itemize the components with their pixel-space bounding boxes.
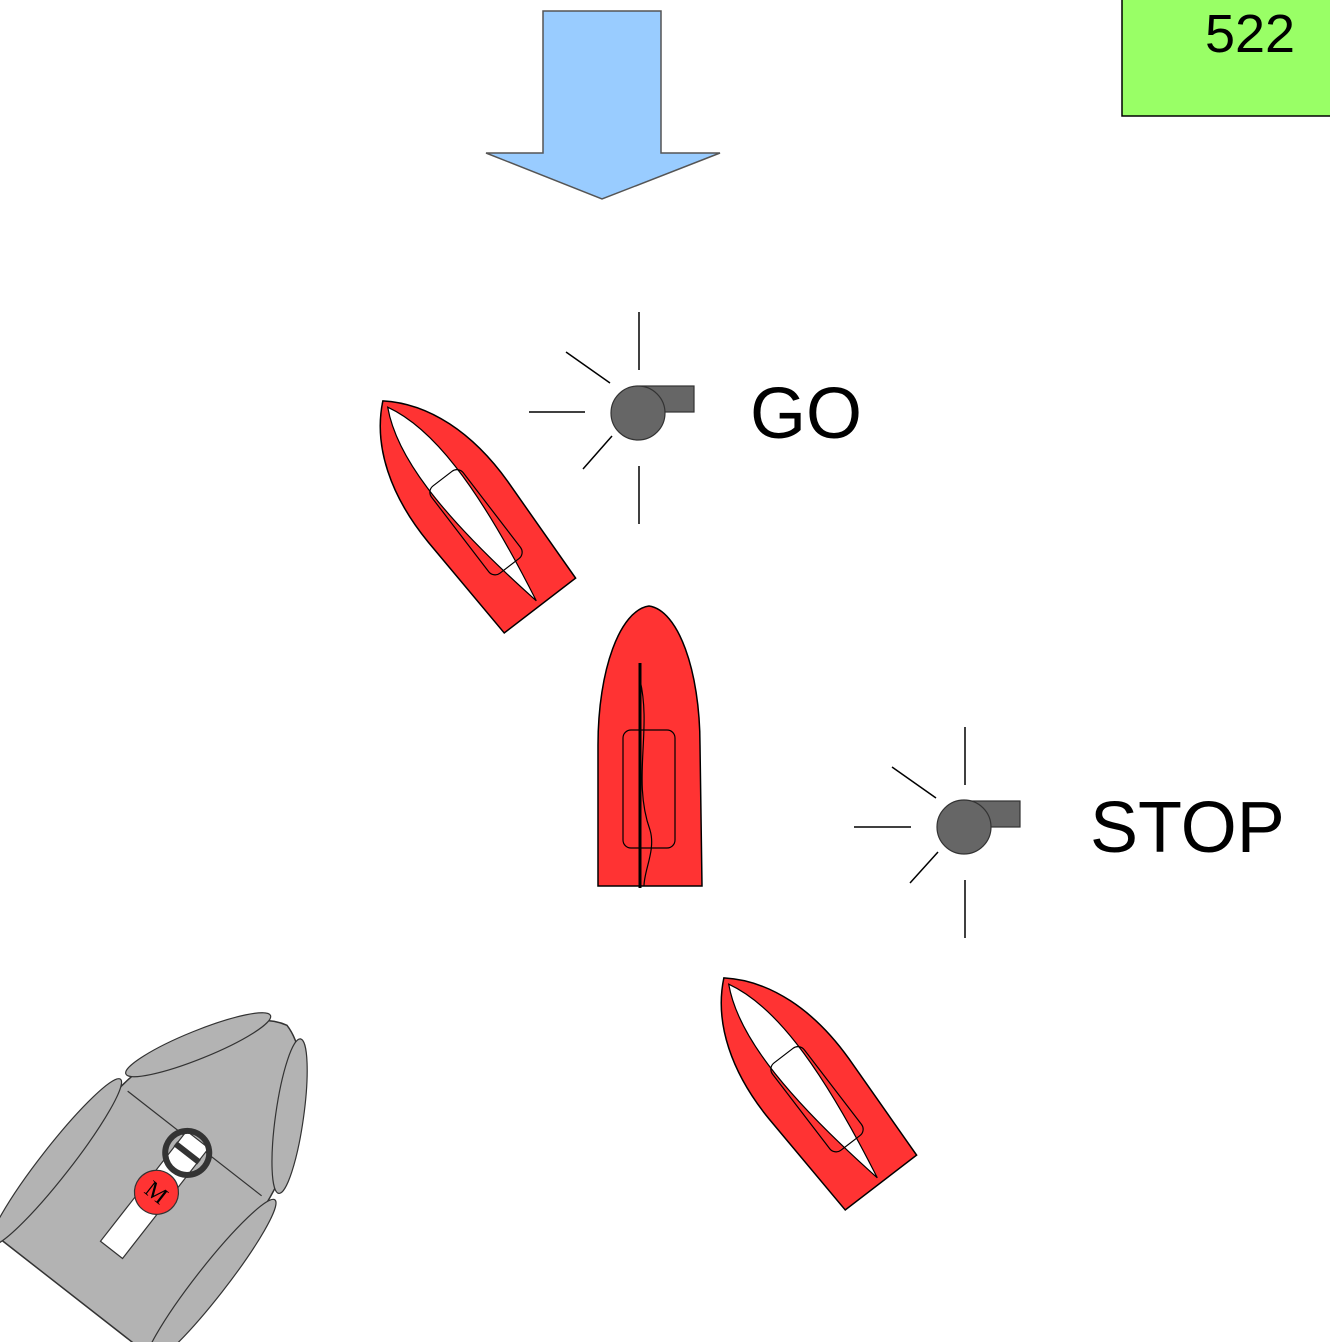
sailboat-lower-right <box>720 977 918 1211</box>
committee-motorboat: M <box>0 1012 308 1342</box>
race-number-badge-box <box>1121 0 1330 117</box>
stop-label: STOP <box>1090 788 1285 868</box>
mark-m-icon: M <box>133 1169 180 1215</box>
go-label: GO <box>750 374 862 454</box>
wind-arrow-down-icon <box>485 10 721 200</box>
sailboat-upper-left <box>379 400 577 634</box>
whistle-icon <box>854 727 1021 938</box>
sailboat-center <box>597 605 703 888</box>
stop-signal: STOP <box>854 727 1285 938</box>
go-signal: GO <box>529 312 862 524</box>
whistle-icon <box>529 312 695 524</box>
race-number-badge: 522 <box>1121 0 1330 117</box>
no-entry-icon <box>162 1127 213 1178</box>
race-number-text: 522 <box>1205 4 1295 64</box>
